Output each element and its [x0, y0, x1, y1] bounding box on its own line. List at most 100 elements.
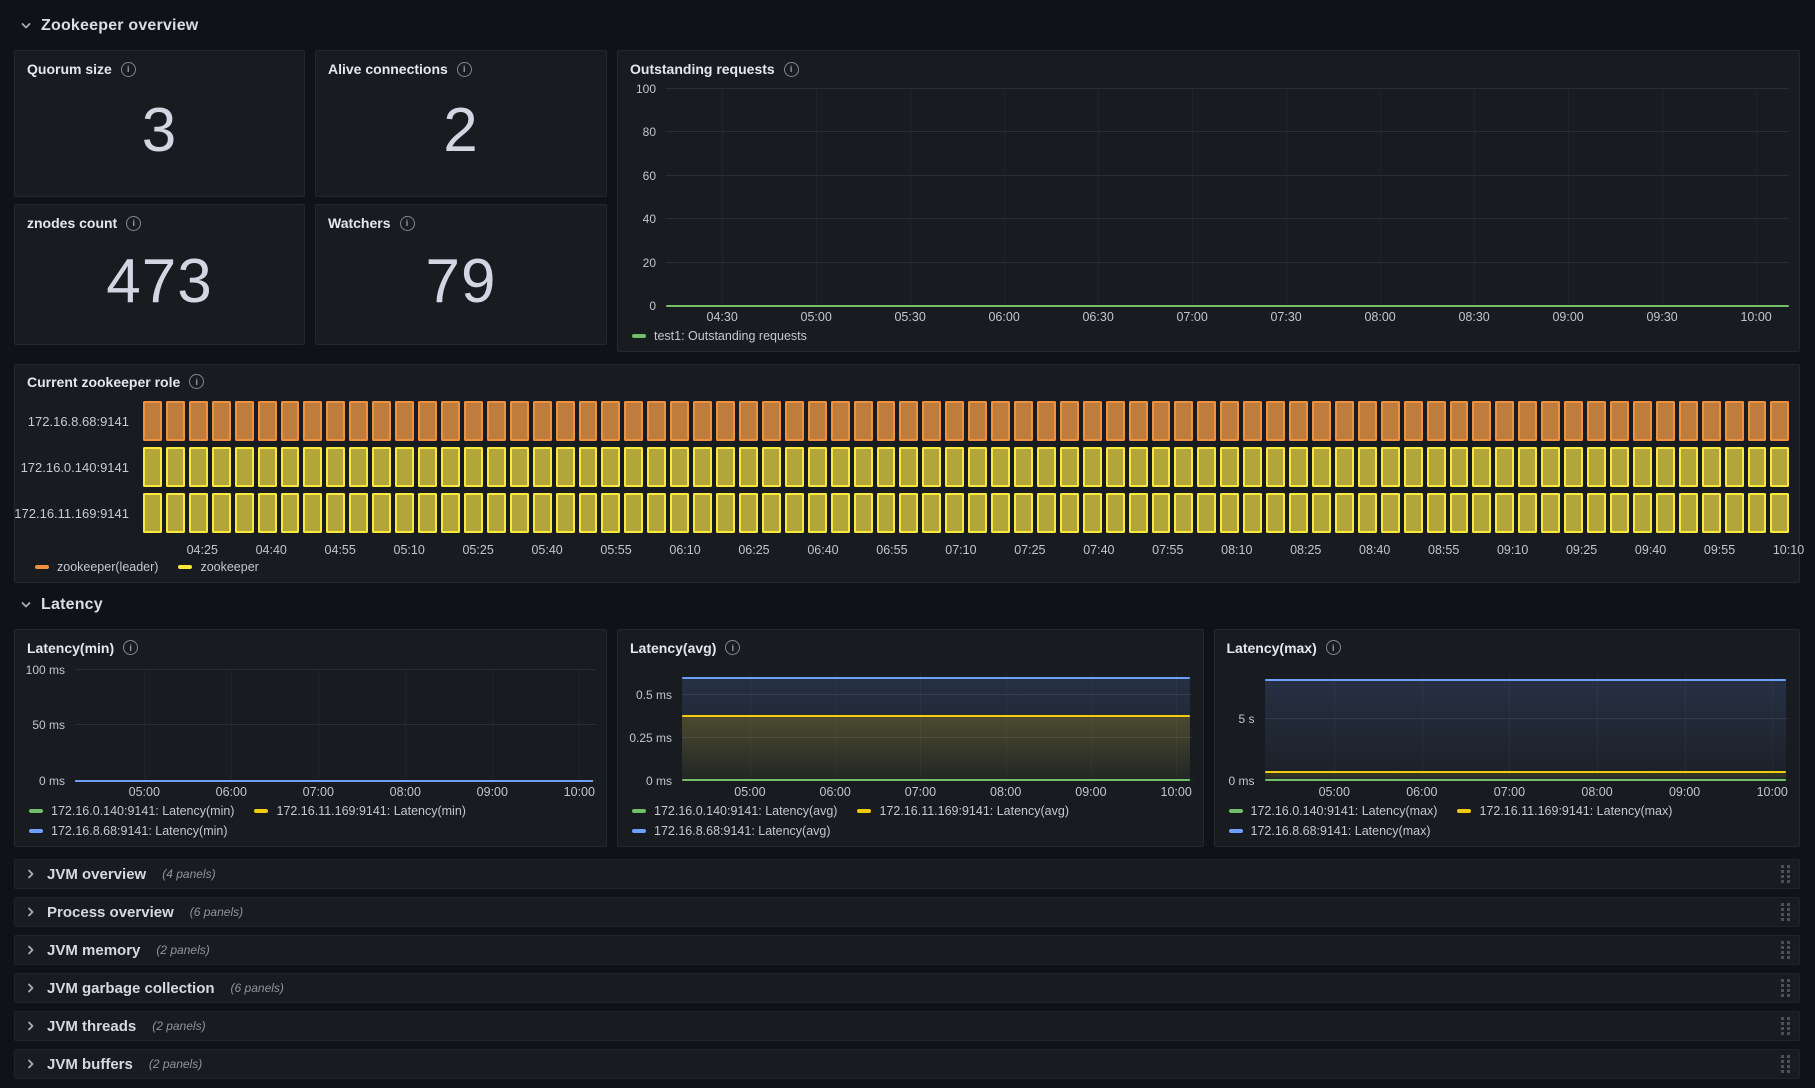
state-block-zookeeper(leader)[interactable] [601, 401, 621, 442]
state-block-zookeeper(leader)[interactable] [807, 401, 827, 442]
panel-header[interactable]: znodes count i [25, 211, 294, 235]
state-block-zookeeper[interactable] [1243, 493, 1263, 534]
drag-handle-icon[interactable] [1781, 903, 1790, 921]
state-block-zookeeper[interactable] [601, 493, 621, 534]
state-block-zookeeper(leader)[interactable] [1014, 401, 1033, 442]
state-block-zookeeper[interactable] [1266, 493, 1286, 534]
state-block-zookeeper(leader)[interactable] [1403, 401, 1423, 442]
state-block-zookeeper[interactable] [532, 447, 552, 488]
state-block-zookeeper[interactable] [1082, 447, 1102, 488]
state-block-zookeeper[interactable] [188, 493, 208, 534]
latency-plot[interactable] [75, 668, 596, 783]
state-block-zookeeper[interactable] [716, 447, 735, 488]
panel-header[interactable]: Quorum size i [25, 57, 294, 81]
state-block-zookeeper[interactable] [578, 447, 598, 488]
info-icon[interactable]: i [783, 61, 799, 77]
state-block-zookeeper(leader)[interactable] [991, 401, 1011, 442]
state-block-zookeeper[interactable] [761, 493, 781, 534]
state-block-zookeeper[interactable] [1014, 447, 1033, 488]
state-block-zookeeper(leader)[interactable] [945, 401, 965, 442]
state-block-zookeeper(leader)[interactable] [1036, 401, 1056, 442]
state-block-zookeeper[interactable] [1564, 493, 1584, 534]
state-block-zookeeper[interactable] [1518, 447, 1538, 488]
state-block-zookeeper(leader)[interactable] [555, 401, 575, 442]
state-block-zookeeper[interactable] [188, 447, 208, 488]
state-block-zookeeper[interactable] [1036, 493, 1056, 534]
info-icon[interactable]: i [456, 61, 472, 77]
state-block-zookeeper(leader)[interactable] [1151, 401, 1171, 442]
state-block-zookeeper[interactable] [1449, 493, 1469, 534]
state-block-zookeeper(leader)[interactable] [234, 401, 254, 442]
state-block-zookeeper[interactable] [257, 447, 277, 488]
legend-item[interactable]: 172.16.8.68:9141: Latency(max) [1228, 824, 1430, 838]
state-block-zookeeper(leader)[interactable] [1541, 401, 1561, 442]
state-block-zookeeper(leader)[interactable] [1312, 401, 1331, 442]
state-block-zookeeper(leader)[interactable] [1266, 401, 1286, 442]
state-block-zookeeper[interactable] [1541, 493, 1561, 534]
state-block-zookeeper(leader)[interactable] [830, 401, 850, 442]
state-block-zookeeper[interactable] [693, 447, 713, 488]
state-block-zookeeper[interactable] [853, 493, 873, 534]
state-block-zookeeper[interactable] [1151, 493, 1171, 534]
state-block-zookeeper(leader)[interactable] [738, 401, 758, 442]
state-block-zookeeper(leader)[interactable] [211, 401, 231, 442]
state-block-zookeeper[interactable] [1059, 447, 1079, 488]
state-block-zookeeper(leader)[interactable] [968, 401, 988, 442]
state-block-zookeeper[interactable] [1495, 447, 1515, 488]
state-block-zookeeper(leader)[interactable] [280, 401, 300, 442]
state-block-zookeeper[interactable] [486, 493, 506, 534]
state-block-zookeeper[interactable] [257, 493, 277, 534]
state-block-zookeeper(leader)[interactable] [1518, 401, 1538, 442]
state-block-zookeeper[interactable] [509, 447, 529, 488]
state-block-zookeeper[interactable] [670, 447, 690, 488]
state-block-zookeeper[interactable] [1105, 493, 1125, 534]
state-block-zookeeper[interactable] [1357, 493, 1377, 534]
section-row-jvm-garbage-collection[interactable]: JVM garbage collection(6 panels) [14, 973, 1800, 1003]
info-icon[interactable]: i [123, 640, 139, 656]
state-block-zookeeper[interactable] [991, 493, 1011, 534]
state-block-zookeeper(leader)[interactable] [899, 401, 919, 442]
state-block-zookeeper[interactable] [647, 493, 667, 534]
state-block-zookeeper[interactable] [165, 493, 185, 534]
state-block-zookeeper[interactable] [1128, 447, 1148, 488]
state-block-zookeeper[interactable] [578, 493, 598, 534]
state-block-zookeeper[interactable] [1174, 493, 1194, 534]
state-block-zookeeper[interactable] [738, 493, 758, 534]
state-block-zookeeper[interactable] [234, 447, 254, 488]
state-block-zookeeper[interactable] [1701, 447, 1721, 488]
state-block-zookeeper[interactable] [440, 493, 460, 534]
state-block-zookeeper(leader)[interactable] [1587, 401, 1606, 442]
state-block-zookeeper[interactable] [968, 447, 988, 488]
legend-item[interactable]: test1: Outstanding requests [632, 329, 807, 343]
state-block-zookeeper[interactable] [830, 447, 850, 488]
state-block-zookeeper[interactable] [509, 493, 529, 534]
state-block-zookeeper[interactable] [486, 447, 506, 488]
state-block-zookeeper[interactable] [1403, 493, 1423, 534]
state-block-zookeeper(leader)[interactable] [1289, 401, 1309, 442]
panel-header[interactable]: Latency(min) i [25, 636, 596, 660]
state-block-zookeeper[interactable] [1036, 447, 1056, 488]
state-block-zookeeper[interactable] [1655, 493, 1675, 534]
state-block-zookeeper(leader)[interactable] [1059, 401, 1079, 442]
section-row-jvm-overview[interactable]: JVM overview(4 panels) [14, 859, 1800, 889]
info-icon[interactable]: i [1325, 640, 1341, 656]
panel-header[interactable]: Watchers i [326, 211, 596, 235]
state-block-zookeeper[interactable] [395, 447, 415, 488]
state-block-zookeeper(leader)[interactable] [1564, 401, 1584, 442]
state-block-zookeeper[interactable] [280, 447, 300, 488]
state-block-zookeeper[interactable] [1632, 493, 1652, 534]
state-block-zookeeper[interactable] [1243, 447, 1263, 488]
state-block-zookeeper(leader)[interactable] [349, 401, 369, 442]
state-block-zookeeper(leader)[interactable] [418, 401, 437, 442]
state-block-zookeeper[interactable] [922, 447, 942, 488]
latency-plot[interactable] [1264, 669, 1789, 782]
state-block-zookeeper[interactable] [922, 493, 942, 534]
panel-header[interactable]: Current zookeeper role i [25, 371, 1789, 392]
state-block-zookeeper(leader)[interactable] [1105, 401, 1125, 442]
state-block-zookeeper[interactable] [463, 447, 483, 488]
latency-plot[interactable] [682, 669, 1193, 782]
drag-handle-icon[interactable] [1781, 1055, 1790, 1073]
state-block-zookeeper(leader)[interactable] [372, 401, 392, 442]
state-block-zookeeper[interactable] [1082, 493, 1102, 534]
